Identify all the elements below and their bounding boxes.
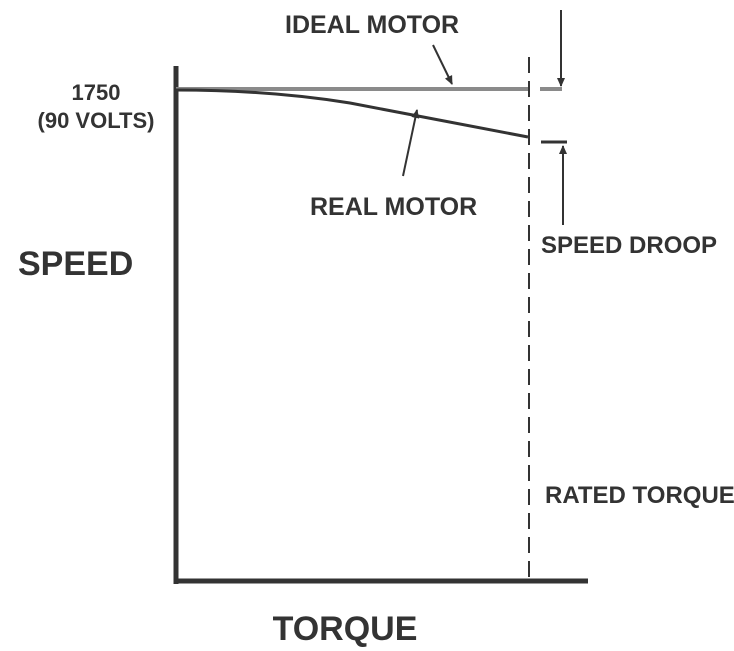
- real-motor-curve: [175, 88, 529, 139]
- speed-volts-label: (90 VOLTS): [38, 108, 155, 133]
- ideal-motor-label: IDEAL MOTOR: [285, 11, 459, 39]
- rated-torque-label: RATED TORQUE: [545, 482, 734, 509]
- ideal-motor-arrow: [432, 44, 453, 85]
- speed-value-label: 1750: [72, 80, 121, 105]
- y-axis-label: SPEED: [18, 245, 133, 283]
- real-motor-label: REAL MOTOR: [310, 193, 477, 221]
- x-axis-label: TORQUE: [273, 610, 418, 648]
- speed-droop-label: SPEED DROOP: [541, 232, 717, 259]
- real-motor-arrow: [402, 109, 420, 177]
